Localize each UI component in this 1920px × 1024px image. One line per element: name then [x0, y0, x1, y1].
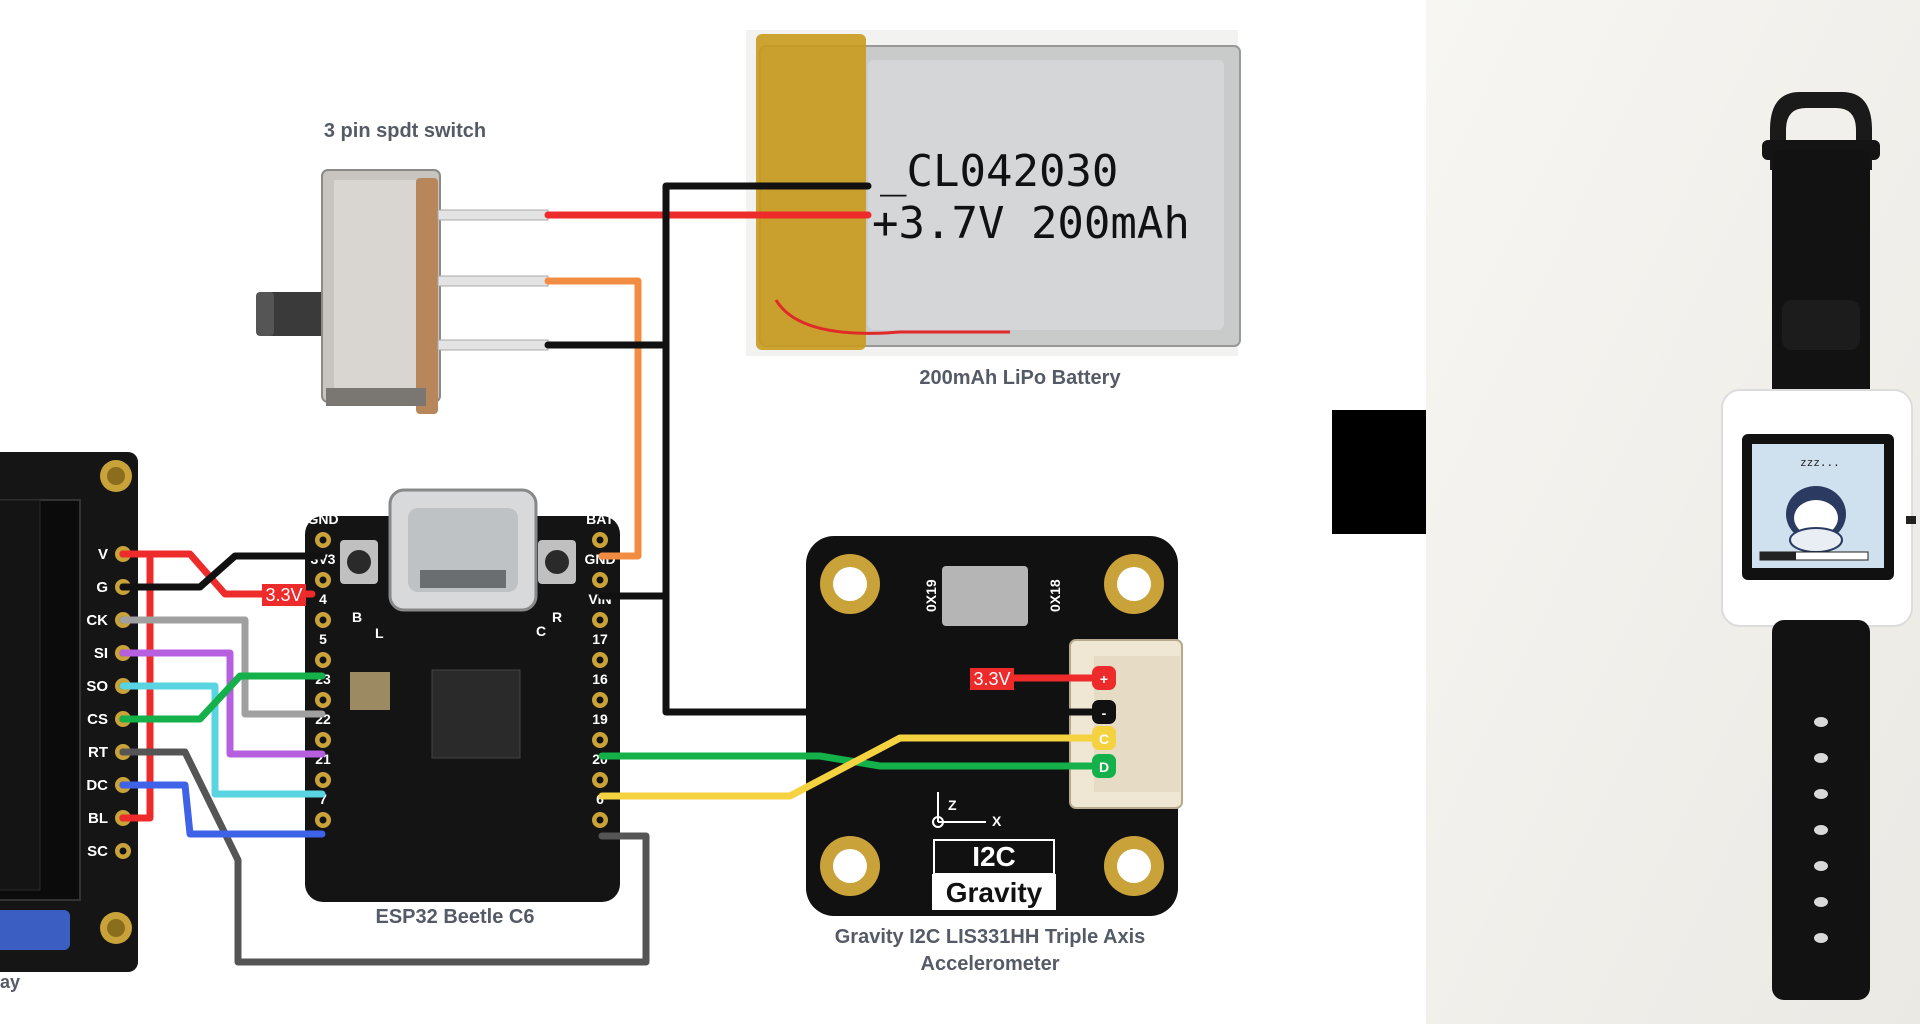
- display-pin-label: CS: [87, 711, 108, 728]
- display-pin-label: RT: [88, 744, 108, 761]
- display-pin-label: BL: [88, 810, 108, 827]
- accel-pin-badge: [1092, 700, 1116, 724]
- display-pin-hole: [119, 847, 127, 855]
- watch-status-text: zzz...: [1800, 456, 1840, 469]
- display-pin-label: V: [98, 546, 108, 563]
- strap-hole: [1814, 789, 1828, 799]
- accel-pin-label: +: [1100, 671, 1108, 687]
- esp32-right-pin-hole: [596, 656, 604, 664]
- battery-print-line2: +3.7V 200mAh: [872, 198, 1190, 249]
- esp32-right-pin-hole: [596, 696, 604, 704]
- esp32-right-pin-label: 16: [592, 671, 608, 687]
- spdt-switch: [256, 169, 549, 414]
- esp32-mark-c: C: [536, 623, 546, 639]
- wire-display-so: [119, 682, 326, 798]
- accel-pin-badge: [1092, 666, 1116, 690]
- esp32-right-pin-hole: [596, 736, 604, 744]
- esp32-right-pin-hole: [596, 576, 604, 584]
- strap-hole: [1814, 933, 1828, 943]
- voltage-tag-accel-bg: [970, 668, 1014, 690]
- esp32-button-b: B: [352, 609, 362, 625]
- esp32-right-pin-label: 6: [596, 791, 604, 807]
- esp32-right-pin-hole: [596, 616, 604, 624]
- esp32-right-pin-hole: [596, 536, 604, 544]
- wire-display-rt: [119, 748, 650, 966]
- watch-photo: zzz...: [1426, 0, 1920, 1024]
- wire-gnd-rail: [662, 182, 1108, 716]
- display-pin-label: G: [96, 579, 108, 596]
- accelerometer-board: 0X19 0X18 Z X I2C Gravity: [806, 536, 1183, 916]
- accel-addr-0x18: 0X18: [1047, 579, 1063, 612]
- strap-hole: [1814, 717, 1828, 727]
- voltage-tag-esp32: 3.3V: [262, 584, 306, 606]
- accel-pin-badge: [1092, 726, 1116, 750]
- esp32-left-pin-label: 5: [319, 631, 327, 647]
- accel-axis-x: X: [992, 813, 1002, 829]
- accel-caption-line1: Gravity I2C LIS331HH Triple Axis: [834, 926, 1146, 948]
- accel-pin-label: D: [1099, 759, 1109, 775]
- display-module: ay VG CK SI SO CS RT DC BL SC: [0, 452, 138, 992]
- accel-addr-0x19: 0X19: [923, 579, 939, 612]
- voltage-tag-accel: 3.3V: [970, 668, 1014, 690]
- wires: 3.3V3.3V+-CD: [119, 182, 1116, 966]
- esp32-button-r: R: [552, 609, 562, 625]
- strap-hole: [1814, 825, 1828, 835]
- esp32-left-pin-hole: [319, 816, 327, 824]
- esp32-left-pin-hole: [319, 656, 327, 664]
- voltage-tag-esp32-bg: [262, 584, 306, 606]
- voltage-tag-accel-text: 3.3V: [973, 669, 1010, 689]
- accel-caption-line2: Accelerometer: [920, 953, 1060, 975]
- display-pin-label: CK: [86, 612, 108, 629]
- wire-display-si: [119, 649, 326, 758]
- lipo-battery: _CL042030 +3.7V 200mAh: [746, 30, 1241, 356]
- accel-gravity-logo: Gravity: [946, 877, 1043, 908]
- accel-pin-badge: [1092, 754, 1116, 778]
- esp32-left-pin-hole: [319, 696, 327, 704]
- battery-caption: 200mAh LiPo Battery: [919, 367, 1121, 389]
- display-pin-label: SI: [94, 645, 108, 662]
- display-caption-partial: ay: [0, 972, 20, 992]
- battery-print-line1: _CL042030: [880, 146, 1118, 197]
- esp32-mark-l: L: [375, 625, 384, 641]
- esp32-left-pin-hole: [319, 576, 327, 584]
- esp32-left-pin-hole: [319, 616, 327, 624]
- wire-display-cs: [119, 672, 326, 723]
- esp32-right-pin-label: BAT: [586, 511, 614, 527]
- strap-hole: [1814, 897, 1828, 907]
- esp32-right-pin-label: 17: [592, 631, 608, 647]
- accel-i2c-logo: I2C: [972, 841, 1016, 872]
- esp32-left-pin-hole: [319, 536, 327, 544]
- display-pin-label: DC: [86, 777, 108, 794]
- display-pin-label: SC: [87, 843, 108, 860]
- wire-display-dc: [119, 781, 326, 838]
- display-pin-label: SO: [86, 678, 108, 695]
- strap-hole: [1814, 753, 1828, 763]
- esp32-caption: ESP32 Beetle C6: [375, 906, 535, 928]
- esp32-left-pin-hole: [319, 776, 327, 784]
- wire-accel-scl: [598, 734, 1108, 800]
- accel-pin-label: -: [1102, 705, 1107, 721]
- wire-switch-bat-orange: [544, 277, 642, 560]
- esp32-right-pin-label: 19: [592, 711, 608, 727]
- accel-pin-label: C: [1099, 731, 1109, 747]
- esp32-left-pin-label: GND: [307, 511, 338, 527]
- accel-axis-z: Z: [948, 797, 957, 813]
- wire-display-ck: [119, 616, 326, 718]
- wire-display-g: [119, 552, 326, 591]
- wire-display-bl: [119, 550, 154, 822]
- esp32-left-pin-hole: [319, 736, 327, 744]
- switch-caption: 3 pin spdt switch: [323, 120, 487, 142]
- esp32-right-pin-hole: [596, 776, 604, 784]
- esp32-right-pin-hole: [596, 816, 604, 824]
- esp32-left-pin-label: 7: [319, 791, 327, 807]
- esp32-left-pin-label: 4: [319, 591, 327, 607]
- voltage-tag-esp32-text: 3.3V: [265, 585, 302, 605]
- strap-hole: [1814, 861, 1828, 871]
